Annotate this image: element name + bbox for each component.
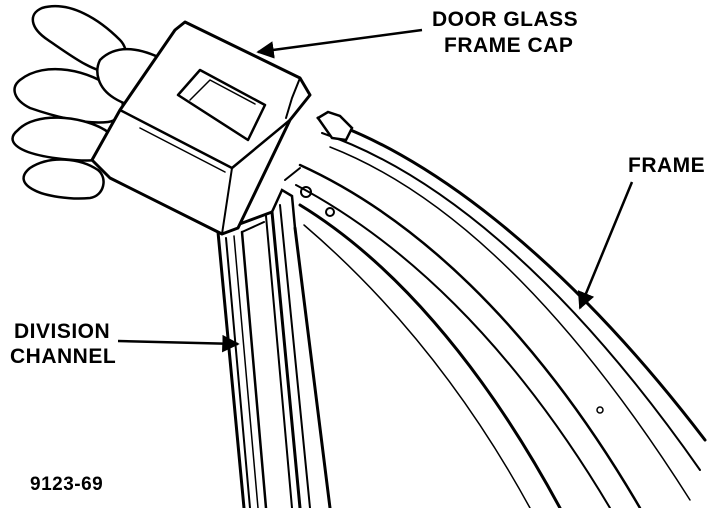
division-channel	[216, 188, 332, 508]
frame-label: FRAME	[628, 154, 705, 177]
cap-label-line2: FRAME CAP	[444, 34, 573, 57]
cap-label-line1: DOOR GLASS	[432, 8, 578, 31]
leader-arrows	[117, 28, 634, 353]
cap-arrow	[256, 28, 423, 59]
frame-arrow	[577, 181, 634, 310]
division-label-line2: CHANNEL	[10, 345, 116, 368]
door-frame	[284, 110, 707, 508]
division-label-line1: DIVISION	[14, 320, 110, 343]
door-glass-frame-cap	[90, 20, 312, 236]
figure-number: 9123-69	[30, 474, 103, 495]
division-arrow	[117, 334, 240, 353]
